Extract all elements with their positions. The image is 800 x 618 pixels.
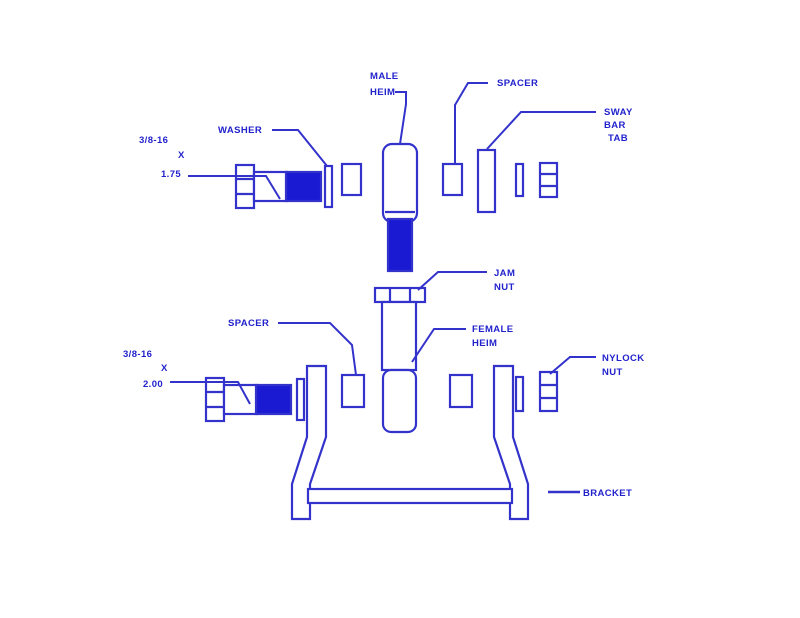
- part-bolt-lower: [204, 376, 293, 423]
- leader-jam-nut: [417, 271, 487, 291]
- part-bolt-upper: [234, 163, 323, 210]
- label-sway-bar-tab-line3: TAB: [608, 133, 628, 144]
- label-female-heim-line2: HEIM: [472, 338, 497, 349]
- label-male-heim-line1: MALE: [370, 71, 399, 82]
- part-spacer-upper-left: [340, 162, 363, 197]
- part-washer-upper-right: [514, 162, 525, 198]
- part-spacer-upper-right: [441, 162, 464, 197]
- label-sway-bar-tab-line2: BAR: [604, 120, 626, 131]
- label-bolt-upper-line2: X: [178, 150, 185, 161]
- part-spacer-lower-right: [448, 373, 474, 409]
- leader-female-heim: [411, 328, 466, 363]
- part-washer-lower-right: [514, 375, 525, 413]
- label-nylock-nut-line2: NUT: [602, 367, 623, 378]
- leader-male-heim: [395, 91, 407, 145]
- label-jam-nut-line2: NUT: [494, 282, 515, 293]
- part-jam-nut: [373, 286, 427, 304]
- label-bracket: BRACKET: [583, 488, 632, 499]
- label-bolt-lower-line3: 2.00: [143, 379, 163, 390]
- part-bracket: [290, 364, 530, 521]
- label-male-heim-line2: HEIM: [370, 87, 395, 98]
- label-bolt-lower-line1: 3/8-16: [123, 349, 152, 360]
- part-spacer-lower-left: [340, 373, 366, 409]
- label-spacer-lower: SPACER: [228, 318, 269, 329]
- label-bolt-upper-line3: 1.75: [161, 169, 181, 180]
- part-washer-lower-left: [295, 377, 306, 422]
- leader-spacer-lower: [278, 322, 357, 376]
- part-male-heim: [381, 142, 419, 273]
- part-sway-bar-tab: [476, 148, 497, 214]
- leader-bolt-lower: [170, 381, 251, 405]
- leader-bolt-upper: [188, 175, 281, 200]
- label-bolt-lower-line2: X: [161, 363, 168, 374]
- part-nut-upper-right: [538, 161, 559, 199]
- label-sway-bar-tab-line1: SWAY: [604, 107, 633, 118]
- label-nylock-nut-line1: NYLOCK: [602, 353, 645, 364]
- part-female-heim: [380, 300, 418, 434]
- label-female-heim-line1: FEMALE: [472, 324, 513, 335]
- leader-sway-bar-tab: [486, 111, 596, 150]
- label-washer: WASHER: [218, 125, 262, 136]
- label-bolt-upper-line1: 3/8-16: [139, 135, 168, 146]
- part-nylock-nut: [538, 370, 559, 413]
- label-spacer-upper: SPACER: [497, 78, 538, 89]
- leader-nylock-nut: [549, 356, 596, 375]
- leader-spacer-upper: [454, 82, 488, 163]
- label-jam-nut-line1: JAM: [494, 268, 515, 279]
- leader-washer: [272, 129, 328, 167]
- part-washer-upper: [323, 164, 334, 209]
